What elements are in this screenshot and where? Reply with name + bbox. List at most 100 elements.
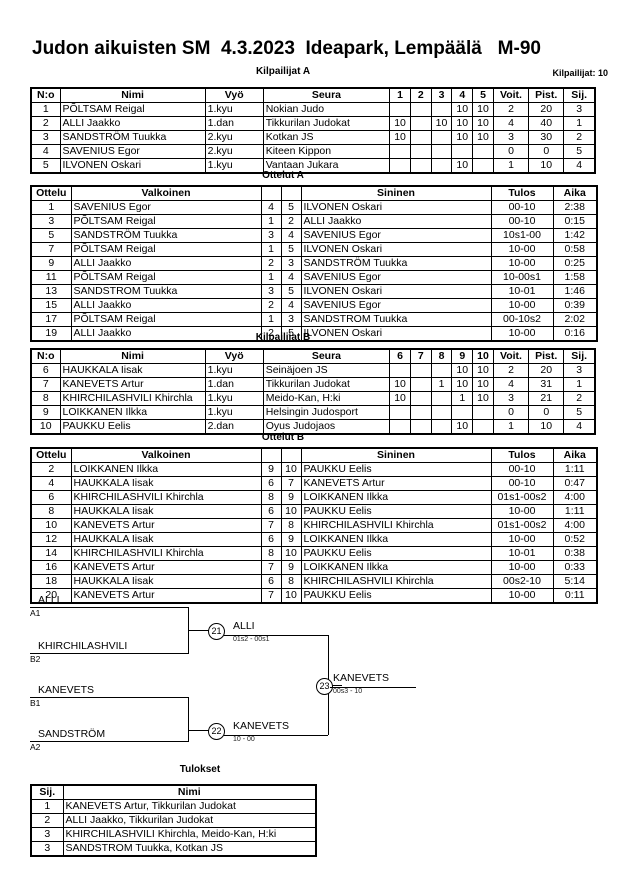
cell-blue: PAUKKU Eelis [300,504,492,519]
cell-white: LOIKKANEN Ilkka [70,462,262,477]
bracket-match-number-23[interactable]: 23 [316,678,333,695]
cell-rank: 3 [30,841,64,857]
cell-blue: KHIRCHILASHVILI Khirchla [300,518,492,533]
cell-white-no: 1 [260,242,282,257]
cell-blue-no: 5 [280,200,302,215]
pool-a-table: N:o Nimi Vyö Seura 1 2 3 4 5 Voit. Pist.… [30,87,596,174]
cell-club: Tikkurilan Judokat [262,116,391,131]
col-rank: Sij. [30,784,64,800]
col-white-no [260,447,282,463]
cell-blue-no: 10 [280,462,302,477]
cell-blue-no: 4 [280,228,302,243]
cell-match-4: 1 [451,391,474,406]
cell-result: 00-10 [490,476,554,491]
cell-ottelu: 4 [30,476,72,491]
cell-points: 31 [528,377,565,392]
col-white-no [260,185,282,201]
cell-wins: 1 [492,419,530,435]
cell-rank: 2 [30,813,64,828]
cell-name: HAUKKALA Iisak [59,363,206,378]
cell-match-5: 10 [472,116,494,131]
col-rank: Sij. [563,348,596,364]
cell-match-4: 10 [451,363,474,378]
cell-belt: 1.kyu [204,405,264,420]
cell-white: PÕLTSAM Reigal [70,242,262,257]
caption-results: Tulokset [179,764,221,775]
cell-blue-no: 5 [280,242,302,257]
cell-wins: 0 [492,144,530,159]
cell-points: 40 [528,116,565,131]
cell-club: Kotkan JS [262,130,391,145]
bracket-match-number-21[interactable]: 21 [208,623,225,640]
bracket-line [224,735,328,736]
cell-time: 1:11 [552,462,598,477]
cell-white: KANEVETS Artur [70,518,262,533]
cell-result: 00-10s2 [490,312,554,327]
cell-no: 3 [30,130,61,145]
bracket-seed-code-1: A1 [30,608,41,618]
cell-no: 5 [30,158,61,174]
cell-club: Oyus Judojaos [262,419,391,435]
cell-belt: 1.kyu [204,158,264,174]
col-sininen: Sininen [300,185,492,201]
cell-club: Tikkurilan Judokat [262,377,391,392]
cell-match-5: 10 [472,102,494,117]
cell-result: 10-00 [490,588,554,604]
cell-no: 6 [30,363,61,378]
cell-time: 0:16 [552,326,598,342]
cell-belt: 1.kyu [204,102,264,117]
cell-result: 10-00 [490,560,554,575]
cell-ottelu: 16 [30,560,72,575]
bracket-line [224,635,328,636]
cell-ottelu: 3 [30,214,72,229]
cell-ottelu: 6 [30,490,72,505]
cell-wins: 3 [492,130,530,145]
col-m1: 1 [389,87,411,103]
bracket-semi1-winner: ALLI [233,620,255,632]
cell-result: 10-00 [490,298,554,313]
cell-name: ILVONEN Oskari [59,158,206,174]
cell-white-no: 2 [260,298,282,313]
cell-ottelu: 1 [30,200,72,215]
cell-match-3 [430,391,453,406]
bracket-line [30,741,188,742]
cell-blue: ILVONEN Oskari [300,284,492,299]
cell-no: 4 [30,144,61,159]
cell-match-2 [409,102,432,117]
cell-blue-no: 10 [280,588,302,604]
cell-blue-no: 8 [280,518,302,533]
cell-time: 0:25 [552,256,598,271]
cell-blue: ILVONEN Oskari [300,200,492,215]
cell-blue-no: 4 [280,298,302,313]
cell-result: 01s1-00s2 [490,518,554,533]
cell-match-5: 10 [472,377,494,392]
cell-blue: SAVENIUS Egor [300,270,492,285]
cell-name: PÕLTSAM Reigal [59,102,206,117]
cell-time: 0:11 [552,588,598,604]
cell-white-no: 6 [260,476,282,491]
cell-points: 20 [528,363,565,378]
cell-blue-no: 9 [280,490,302,505]
cell-blue-no: 3 [280,256,302,271]
col-ottelu: Ottelu [30,185,72,201]
bracket-line [188,630,210,631]
cell-club: Meido-Kan, H:ki [262,391,391,406]
cell-blue-no: 9 [280,532,302,547]
bracket-match-number-22[interactable]: 22 [208,723,225,740]
cell-ottelu: 11 [30,270,72,285]
cell-rank: 3 [30,827,64,842]
cell-white-no: 9 [260,462,282,477]
cell-match-4: 10 [451,102,474,117]
col-rank: Sij. [563,87,596,103]
cell-belt: 2.kyu [204,144,264,159]
